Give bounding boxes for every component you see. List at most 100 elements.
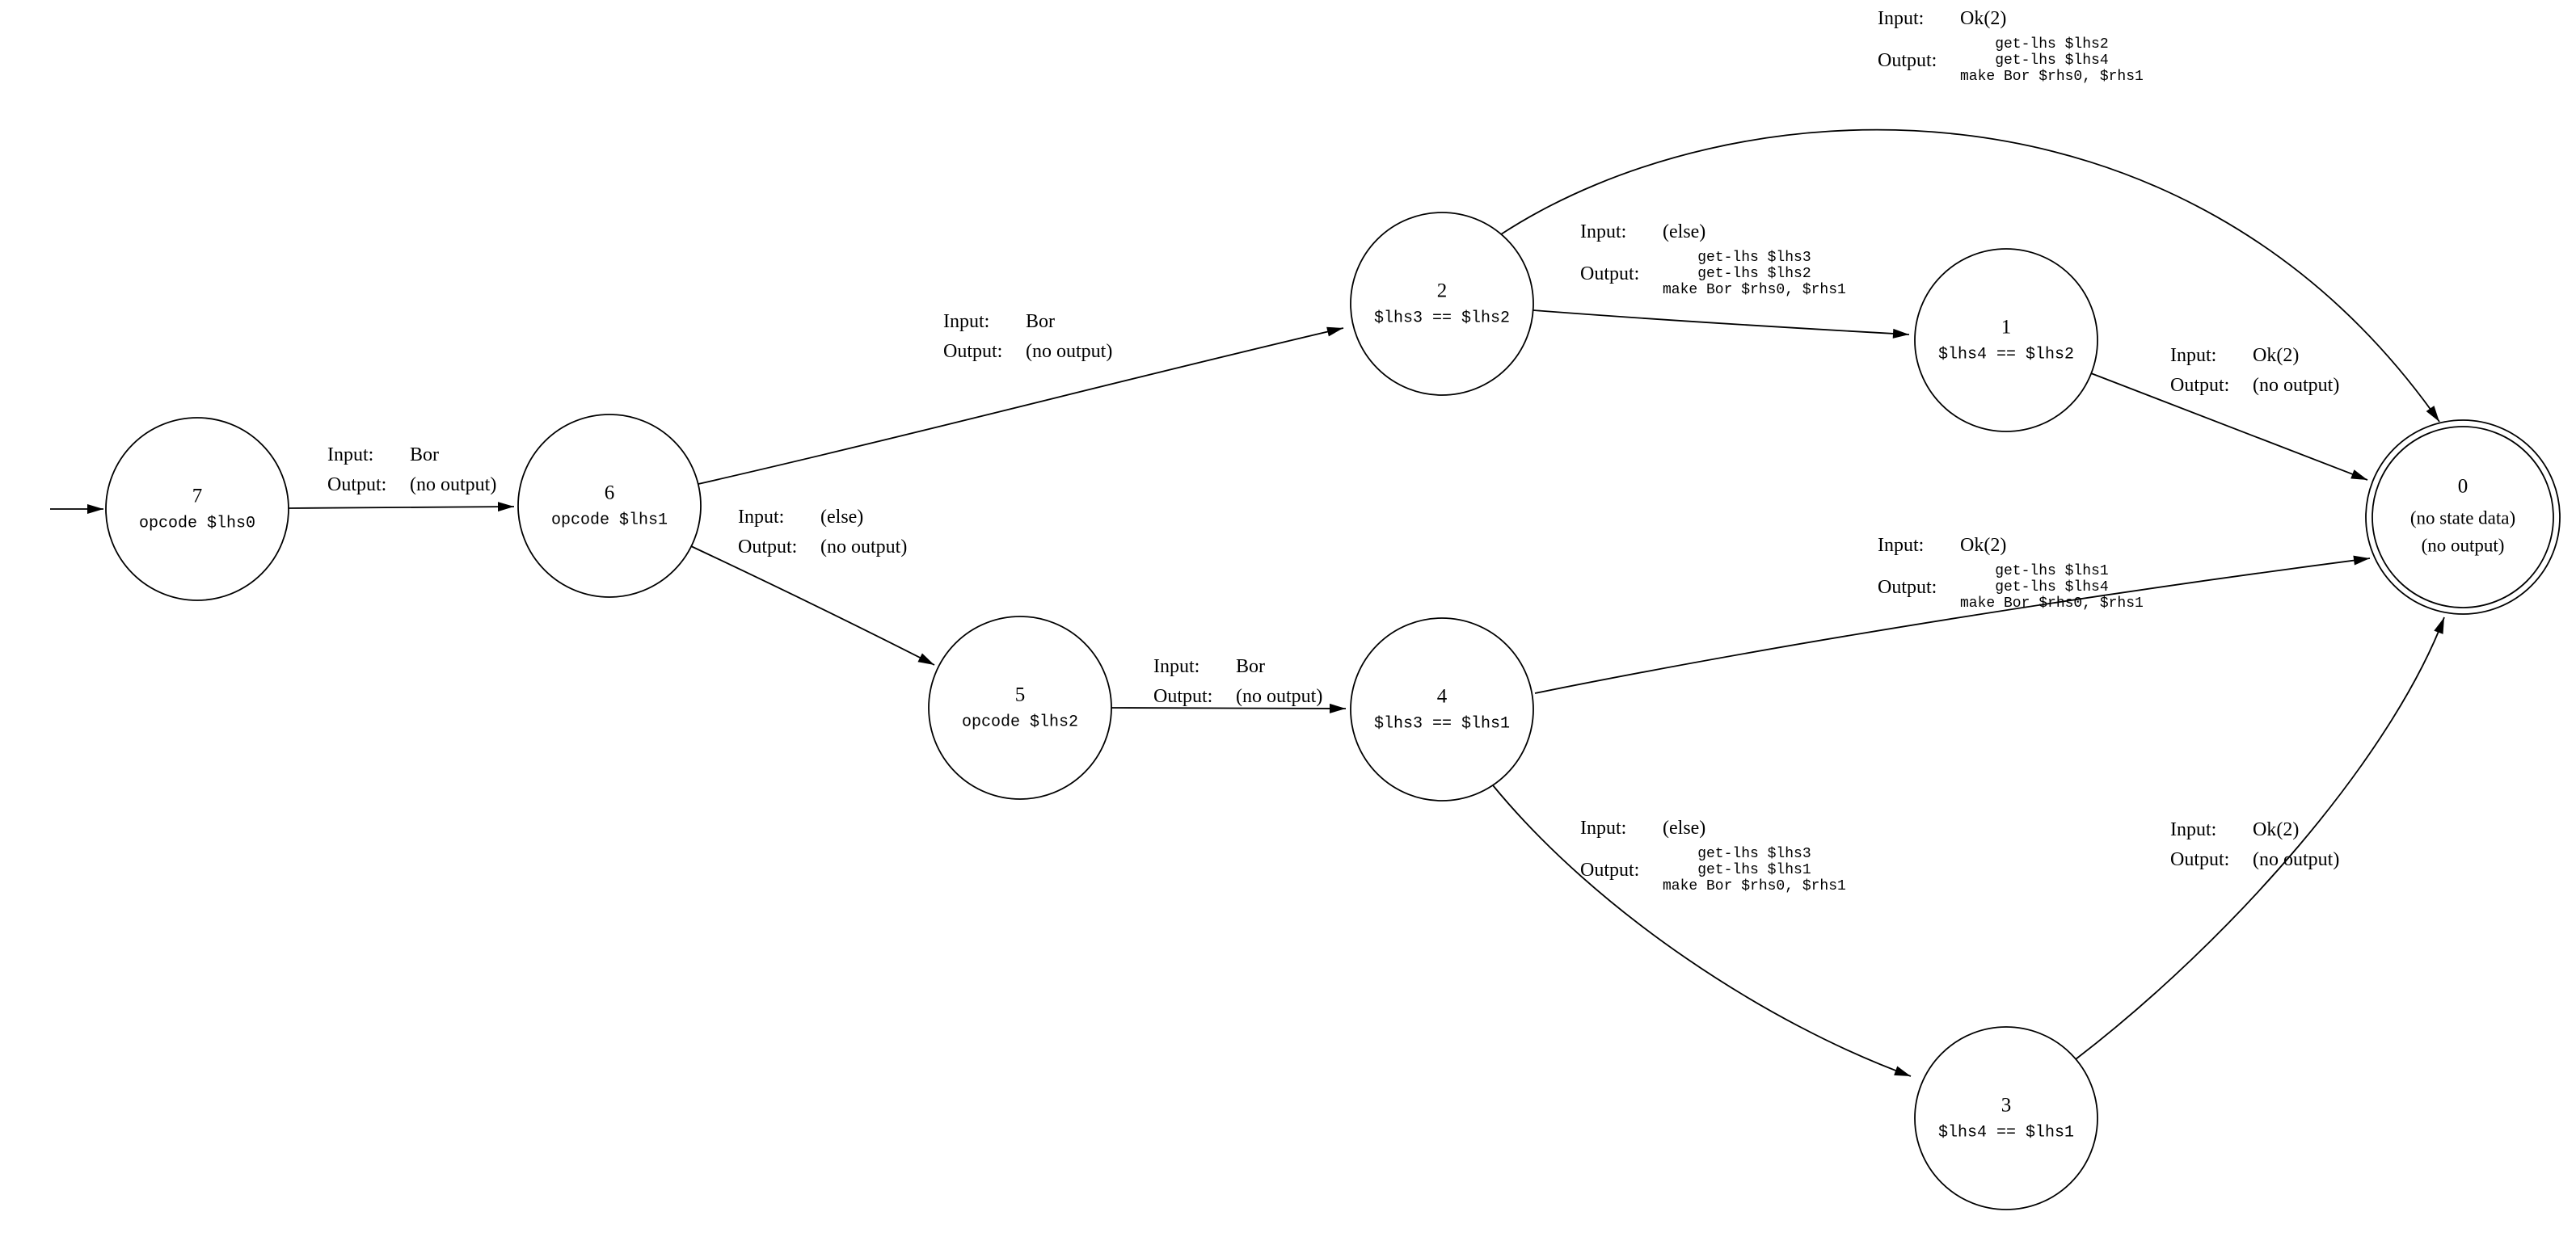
state-id: 5 — [1014, 684, 1026, 706]
edge-2-1 — [1533, 309, 1910, 339]
output-key: Output: — [1878, 576, 1937, 598]
edge-6-2 — [698, 326, 1344, 485]
state-1-label: 1 $lhs4 == $lhs2 — [1938, 316, 2074, 365]
edge-output-line: get-lhs $lhs1 — [1697, 862, 1811, 878]
edge-4-3 — [1492, 785, 1912, 1077]
state-id: 0 — [2457, 475, 2468, 498]
edge-output-value: (no output) — [1236, 685, 1323, 707]
edge-output-value: (no output) — [1026, 340, 1113, 362]
edge-input-value: (else) — [1663, 221, 1706, 242]
output-key: Output: — [2170, 848, 2230, 870]
edge-6-5 — [690, 545, 935, 666]
edge-label-4-3: Input: (else) Output: get-lhs $lhs3 get-… — [1580, 816, 1846, 900]
state-sub-label: (no output) — [2421, 535, 2505, 556]
edge-input-value: (else) — [820, 506, 864, 528]
input-key: Input: — [2170, 344, 2217, 366]
output-key: Output: — [2170, 374, 2230, 396]
output-key: Output: — [1580, 859, 1640, 881]
edge-output-line: get-lhs $lhs4 — [1995, 579, 2109, 595]
edge-input-value: Ok(2) — [1960, 7, 2007, 29]
edge-output-value: (no output) — [2253, 374, 2340, 396]
edge-output-code: get-lhs $lhs3 get-lhs $lhs2 make Bor $rh… — [1663, 250, 1846, 298]
input-key: Input: — [943, 310, 990, 332]
edge-output-code: get-lhs $lhs1 get-lhs $lhs4 make Bor $rh… — [1960, 563, 2144, 612]
edge-label-6-5: Input: (else) Output: (no output) — [738, 505, 907, 565]
state-0-label: 0 (no state data) (no output) — [2410, 475, 2515, 560]
edge-label-7-6: Input: Bor Output: (no output) — [327, 443, 496, 503]
edge-output-line: get-lhs $lhs3 — [1697, 846, 1811, 862]
edge-input-value: Bor — [1026, 310, 1055, 332]
edge-output-code: get-lhs $lhs2 get-lhs $lhs4 make Bor $rh… — [1960, 36, 2144, 85]
edge-1-0 — [2090, 372, 2368, 481]
edge-label-5-4: Input: Bor Output: (no output) — [1153, 654, 1322, 714]
state-sub-label: (no state data) — [2409, 507, 2516, 528]
state-5-circle — [928, 616, 1112, 800]
edge-label-1-0: Input: Ok(2) Output: (no output) — [2170, 343, 2339, 403]
edge-output-line: make Bor $rhs0, $rhs1 — [1663, 878, 1846, 894]
edge-input-value: Bor — [410, 444, 439, 465]
state-4-label: 4 $lhs3 == $lhs1 — [1374, 685, 1510, 734]
state-sub-label: $lhs4 == $lhs1 — [1937, 1123, 2075, 1142]
edge-input-value: Ok(2) — [2253, 818, 2300, 840]
edge-output-value: (no output) — [410, 473, 497, 495]
input-key: Input: — [327, 444, 374, 465]
input-key: Input: — [1580, 817, 1627, 839]
edge-7-6 — [288, 502, 515, 512]
state-sub-label: opcode $lhs0 — [138, 514, 256, 533]
state-1-circle — [1914, 248, 2098, 432]
output-key: Output: — [327, 473, 387, 495]
edge-input-value: Bor — [1236, 655, 1265, 677]
edge-2-0 — [1500, 128, 2440, 423]
input-key: Input: — [1878, 534, 1925, 556]
state-sub-label: $lhs4 == $lhs2 — [1937, 345, 2075, 364]
edge-4-0 — [1534, 555, 2371, 694]
state-id: 3 — [2001, 1094, 2012, 1117]
edge-label-3-0: Input: Ok(2) Output: (no output) — [2170, 818, 2339, 877]
edge-output-line: get-lhs $lhs2 — [1697, 266, 1811, 282]
state-7-label: 7 opcode $lhs0 — [139, 485, 255, 534]
state-2-circle — [1350, 212, 1534, 396]
state-4-circle — [1350, 617, 1534, 802]
edge-output-value: (no output) — [2253, 848, 2340, 870]
state-6-label: 6 opcode $lhs1 — [551, 482, 668, 531]
edge-3-0 — [2075, 616, 2445, 1060]
state-id: 4 — [1436, 685, 1448, 708]
input-key: Input: — [738, 506, 785, 528]
input-key: Input: — [1153, 655, 1200, 677]
state-sub-label: opcode $lhs1 — [550, 511, 668, 530]
edge-5-4 — [1111, 703, 1347, 713]
edge-output-line: make Bor $rhs0, $rhs1 — [1663, 282, 1846, 298]
output-key: Output: — [943, 340, 1003, 362]
state-id: 1 — [2001, 316, 2012, 339]
state-3-circle — [1914, 1026, 2098, 1210]
edge-output-line: make Bor $rhs0, $rhs1 — [1960, 69, 2144, 85]
input-key: Input: — [1878, 7, 1925, 29]
output-key: Output: — [1153, 685, 1213, 707]
state-2-label: 2 $lhs3 == $lhs2 — [1374, 280, 1510, 329]
edge-output-line: make Bor $rhs0, $rhs1 — [1960, 595, 2144, 612]
state-sub-label: $lhs3 == $lhs1 — [1373, 714, 1511, 734]
edge-label-4-0: Input: Ok(2) Output: get-lhs $lhs1 get-l… — [1878, 533, 2144, 617]
output-key: Output: — [738, 536, 798, 557]
state-id: 2 — [1436, 280, 1448, 302]
edge-label-6-2: Input: Bor Output: (no output) — [943, 309, 1112, 369]
output-key: Output: — [1580, 263, 1640, 284]
output-key: Output: — [1878, 49, 1937, 71]
state-id: 7 — [192, 485, 203, 507]
edge-input-value: Ok(2) — [1960, 534, 2007, 556]
input-key: Input: — [1580, 221, 1627, 242]
edge-input-value: (else) — [1663, 817, 1706, 839]
edge-input-value: Ok(2) — [2253, 344, 2300, 366]
state-7-circle — [105, 417, 289, 601]
state-0-inner-circle — [2372, 426, 2554, 608]
state-id: 6 — [604, 482, 615, 504]
edge-output-line: get-lhs $lhs1 — [1995, 563, 2109, 579]
input-key: Input: — [2170, 818, 2217, 840]
state-sub-label: $lhs3 == $lhs2 — [1373, 309, 1511, 328]
edge-label-2-0: Input: Ok(2) Output: get-lhs $lhs2 get-l… — [1878, 6, 2144, 90]
edge-label-2-1: Input: (else) Output: get-lhs $lhs3 get-… — [1580, 220, 1846, 304]
edge-output-line: get-lhs $lhs2 — [1995, 36, 2109, 53]
edge-output-line: get-lhs $lhs4 — [1995, 53, 2109, 69]
